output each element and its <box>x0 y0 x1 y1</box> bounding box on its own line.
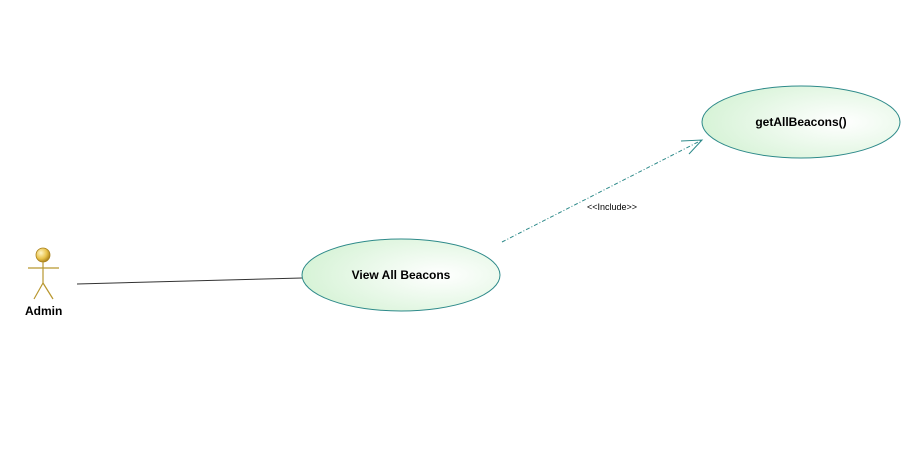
actor-figure-icon[interactable] <box>28 247 59 300</box>
association-line[interactable] <box>76 277 303 285</box>
include-arrowhead <box>680 139 704 155</box>
include-stereotype-label: <<Include>> <box>587 202 638 212</box>
actor-right-leg <box>42 282 54 300</box>
use-case-get-all-beacons-label: getAllBeacons() <box>755 115 847 129</box>
use-case-get-all-beacons[interactable] <box>701 85 901 159</box>
use-case-view-all-beacons[interactable] <box>301 238 501 312</box>
actor-name-label: Admin <box>25 304 63 318</box>
include-dependency[interactable] <box>501 139 704 243</box>
actor-head <box>35 247 51 263</box>
include-line[interactable] <box>501 139 703 243</box>
actor-left-leg <box>33 282 44 300</box>
use-case-view-all-beacons-label: View All Beacons <box>351 268 451 282</box>
